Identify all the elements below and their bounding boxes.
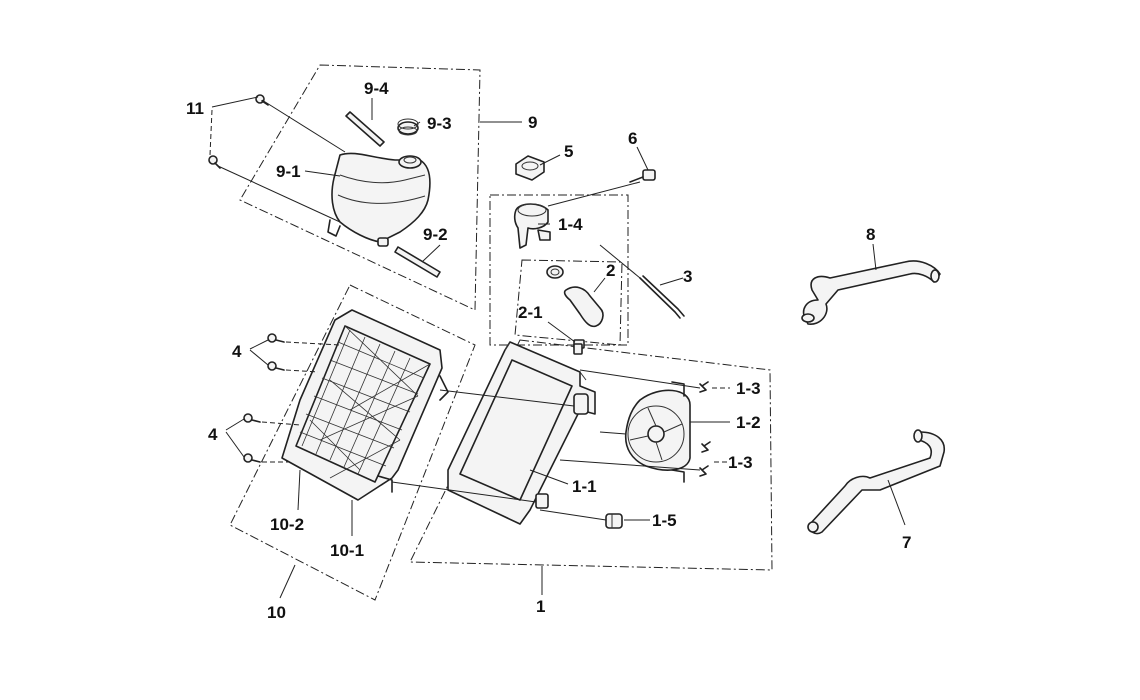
clip-1-3-upper xyxy=(699,381,709,393)
overflow-pipe-3 xyxy=(639,275,685,319)
radiator-core-1-1 xyxy=(447,341,596,525)
group-10-outline xyxy=(229,284,476,601)
leader-lines xyxy=(209,96,906,599)
reserve-tank xyxy=(327,152,431,247)
label-1-2: 1-2 xyxy=(736,413,761,432)
label-5: 5 xyxy=(564,142,573,161)
label-7: 7 xyxy=(902,533,911,552)
grille-mesh xyxy=(299,325,431,479)
label-9-3: 9-3 xyxy=(427,114,452,133)
label-9: 9 xyxy=(528,113,537,132)
label-10-2: 10-2 xyxy=(270,515,304,534)
label-11: 11 xyxy=(186,99,204,118)
group-2-outline xyxy=(514,259,623,346)
bolt-6 xyxy=(629,169,656,183)
group-1-4-outline xyxy=(489,194,629,346)
label-9-1: 9-1 xyxy=(276,162,301,181)
label-1-4: 1-4 xyxy=(558,215,583,234)
label-3: 3 xyxy=(683,267,692,286)
radiator-grille-10 xyxy=(281,309,449,501)
label-1-3-lower: 1-3 xyxy=(728,453,753,472)
label-1: 1 xyxy=(536,597,545,616)
hose-2 xyxy=(546,265,604,328)
label-9-2: 9-2 xyxy=(423,225,448,244)
label-2-1: 2-1 xyxy=(518,303,543,322)
group-1-outline xyxy=(409,339,773,571)
clamp-9-3 xyxy=(397,118,419,136)
label-9-4: 9-4 xyxy=(364,79,389,98)
drain-plug-1-5 xyxy=(605,513,623,529)
hose-8 xyxy=(801,260,941,325)
label-4-upper: 4 xyxy=(232,342,242,361)
label-1-1: 1-1 xyxy=(572,477,597,496)
filler-neck-1-4 xyxy=(513,203,551,249)
rod-9-2 xyxy=(394,246,441,278)
group-9-outline xyxy=(239,64,481,311)
screw-11-lower xyxy=(208,155,221,169)
part-labels: 11 9-4 9-3 9 9-1 9-2 5 6 1-4 3 2 2-1 8 4… xyxy=(186,79,911,622)
label-1-5: 1-5 xyxy=(652,511,677,530)
label-10-1: 10-1 xyxy=(330,541,364,560)
label-6: 6 xyxy=(628,129,637,148)
label-4-lower: 4 xyxy=(208,425,218,444)
hose-7 xyxy=(807,429,945,535)
label-8: 8 xyxy=(866,225,875,244)
cap-5 xyxy=(515,155,545,181)
bolt-4-a xyxy=(267,333,285,343)
bolt-4-c xyxy=(243,413,261,423)
label-2: 2 xyxy=(606,261,615,280)
rod-9-4 xyxy=(345,111,385,147)
bolt-4-d xyxy=(243,453,261,463)
label-1-3-upper: 1-3 xyxy=(736,379,761,398)
clip-1-3-lower xyxy=(699,441,711,477)
bolt-4-b xyxy=(267,361,285,371)
label-10: 10 xyxy=(267,603,286,622)
